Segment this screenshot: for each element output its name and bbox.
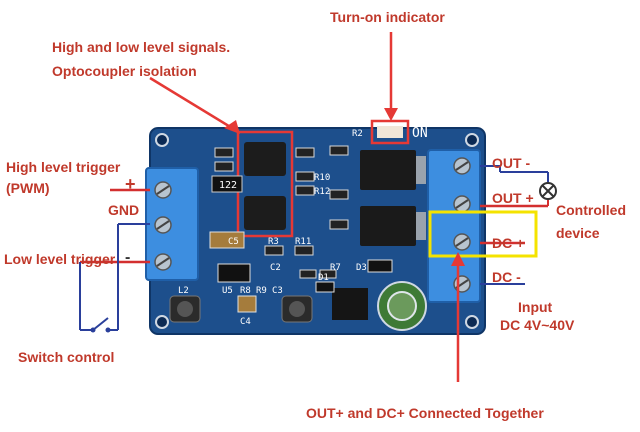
smd-resistor xyxy=(295,185,315,196)
silk-r8: R8 xyxy=(240,286,251,296)
smd-resistor xyxy=(214,161,234,172)
silk-c5: C5 xyxy=(228,237,239,247)
mounting-hole-bottom-right xyxy=(465,315,479,329)
label-switch-control: Switch control xyxy=(18,349,114,365)
switch-lever-icon xyxy=(92,317,109,331)
right-terminal-block xyxy=(427,149,481,303)
electrolytic-capacitor-top xyxy=(387,291,417,321)
silk-c3: C3 xyxy=(272,286,283,296)
smd-resistor xyxy=(319,269,337,279)
screw-slot-icon xyxy=(455,199,469,209)
screw-slot-icon xyxy=(455,161,469,171)
smd-resistor xyxy=(329,219,349,230)
silk-c2: C2 xyxy=(270,263,281,273)
silk-r11: R11 xyxy=(295,237,311,247)
mosfet-bottom-tab xyxy=(416,212,426,240)
capacitor-c5 xyxy=(209,231,245,249)
label-dc-minus: DC - xyxy=(492,269,521,285)
smd-resistor xyxy=(294,245,314,256)
mounting-hole-top-right xyxy=(465,133,479,147)
turn-on-arrow-head-icon xyxy=(384,108,398,121)
smd-resistors xyxy=(214,145,349,279)
diode-d3 xyxy=(367,259,393,273)
silk-u5: U5 xyxy=(222,286,233,296)
label-turn-on-indicator: Turn-on indicator xyxy=(330,9,445,25)
label-dc-plus: DC + xyxy=(492,235,524,251)
silk-on: ON xyxy=(412,126,428,141)
label-plus: + xyxy=(125,174,136,194)
silk-r10: R10 xyxy=(314,173,330,183)
label-bottom-note: OUT+ and DC+ Connected Together xyxy=(306,405,544,421)
mosfet-bottom xyxy=(360,206,416,246)
silk-r7: R7 xyxy=(330,263,341,273)
regulator-ic xyxy=(332,288,368,320)
label-out-minus: OUT - xyxy=(492,155,530,171)
smd-resistor xyxy=(295,147,315,158)
label-signal-line2: Optocoupler isolation xyxy=(52,63,197,79)
resistor-122-code: 122 xyxy=(219,180,237,191)
silkscreen-labels: ON R2 R10 R12 R3 R11 C5 C2 R7 D3 L2 U5 R… xyxy=(178,126,428,327)
inductor-2-core xyxy=(289,301,305,317)
silk-d1: D1 xyxy=(318,273,329,283)
smd-resistor xyxy=(299,269,317,279)
label-signal-line1: High and low level signals. xyxy=(52,39,230,55)
out-dc-plus-highlight-box xyxy=(428,210,538,258)
mosfet-top-tab xyxy=(416,156,426,184)
capacitor-c4 xyxy=(237,295,257,313)
silk-r12: R12 xyxy=(314,187,330,197)
smd-resistor xyxy=(264,245,284,256)
ic-u5 xyxy=(217,263,251,283)
smd-resistor xyxy=(329,189,349,200)
turn-on-led-highlight xyxy=(370,119,410,145)
lamp-cross-icon xyxy=(541,184,555,198)
label-minus: - xyxy=(125,249,130,266)
diode-d1 xyxy=(315,281,335,293)
optocoupler-top xyxy=(244,142,286,176)
smd-resistor xyxy=(329,145,349,156)
label-input-line1: Input xyxy=(518,299,553,315)
mounting-hole-bottom-left xyxy=(155,315,169,329)
optocoupler-bottom xyxy=(244,196,286,230)
label-input-line2: DC 4V~40V xyxy=(500,317,575,333)
connected-arrow-head-icon xyxy=(451,252,465,266)
label-controlled-line1: Controlled xyxy=(556,202,626,218)
screw-slot-icon xyxy=(156,185,170,195)
screw-slot-icon xyxy=(156,257,170,267)
silk-c4: C4 xyxy=(240,317,251,327)
mounting-hole-top-left xyxy=(155,133,169,147)
left-terminal-block xyxy=(145,167,199,281)
screw-slot-icon xyxy=(455,237,469,247)
silk-r3: R3 xyxy=(268,237,279,247)
smd-resistor xyxy=(214,147,234,158)
label-controlled-line2: device xyxy=(556,225,600,241)
inductor-l2-core xyxy=(177,301,193,317)
turn-on-led xyxy=(377,126,403,138)
label-low-trigger: Low level trigger xyxy=(4,251,116,267)
silk-r2: R2 xyxy=(352,129,363,139)
label-high-trigger-line1: High level trigger xyxy=(6,159,121,175)
optocoupler-arrow-line xyxy=(149,76,233,130)
silk-r9: R9 xyxy=(256,286,267,296)
mosfet-top xyxy=(360,150,416,190)
label-gnd: GND xyxy=(108,202,139,218)
screw-slot-icon xyxy=(156,220,170,230)
label-out-plus: OUT + xyxy=(492,190,534,206)
label-high-trigger-line2: (PWM) xyxy=(6,180,50,196)
silk-d3: D3 xyxy=(356,263,367,273)
optocoupler-arrow-head-icon xyxy=(224,120,240,134)
left-terminal-screws xyxy=(154,181,172,271)
smd-resistor xyxy=(295,171,315,182)
silk-l2: L2 xyxy=(178,286,189,296)
resistor-122 xyxy=(211,175,243,193)
